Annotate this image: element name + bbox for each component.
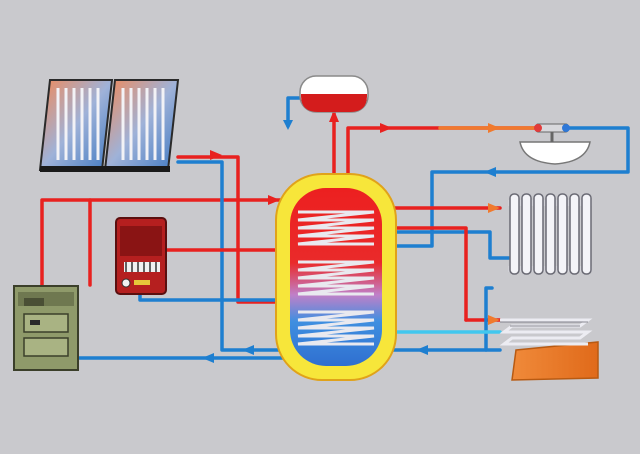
flow-arrow-icon bbox=[488, 123, 500, 133]
solar-panel-right bbox=[103, 79, 180, 171]
solar-panel-base bbox=[40, 166, 170, 172]
solar-collector-tubes-left bbox=[56, 88, 100, 160]
radiator-icon bbox=[508, 193, 592, 275]
flow-arrow-icon bbox=[242, 345, 254, 355]
boiler-return-pipe bbox=[138, 293, 302, 302]
cold-mains-pipe bbox=[390, 126, 630, 248]
sink-tap-icon bbox=[519, 123, 591, 165]
flow-arrow-icon bbox=[283, 120, 293, 130]
tank-middle-coil bbox=[297, 260, 375, 296]
flow-arrow-icon bbox=[488, 203, 500, 213]
pipes bbox=[40, 96, 630, 363]
solar-cold-pipe bbox=[176, 160, 302, 352]
hot-water-tank-icon bbox=[275, 173, 397, 381]
flow-arrow-icon bbox=[416, 345, 428, 355]
solar-panel-icon bbox=[38, 79, 180, 172]
floor-heating-icon bbox=[499, 318, 599, 381]
tank-upper-coil bbox=[297, 210, 375, 246]
flow-arrow-icon bbox=[329, 110, 339, 122]
radiator-return-pipe bbox=[390, 230, 512, 260]
stove-hot-flow-pipe bbox=[40, 198, 287, 287]
solar-hot-pipe bbox=[176, 155, 302, 304]
radiator-tap-pipe bbox=[390, 226, 468, 322]
wall-boiler-icon bbox=[115, 217, 167, 295]
flow-arrow-icon bbox=[210, 150, 222, 160]
tank-lower-coil bbox=[297, 310, 375, 346]
solar-collector-tubes-right bbox=[121, 88, 165, 160]
flow-arrow-icon bbox=[268, 195, 280, 205]
flow-arrow-icon bbox=[380, 123, 392, 133]
flow-arrow-icon bbox=[488, 315, 500, 325]
expansion-drain-pipe bbox=[286, 96, 302, 128]
solar-panel-left bbox=[38, 79, 114, 171]
flow-arrow-icon bbox=[484, 167, 496, 177]
flow-arrow-icon bbox=[202, 353, 214, 363]
stove-icon bbox=[13, 285, 79, 371]
expansion-tank-icon bbox=[299, 75, 369, 113]
floor-return-pipe bbox=[484, 286, 502, 352]
